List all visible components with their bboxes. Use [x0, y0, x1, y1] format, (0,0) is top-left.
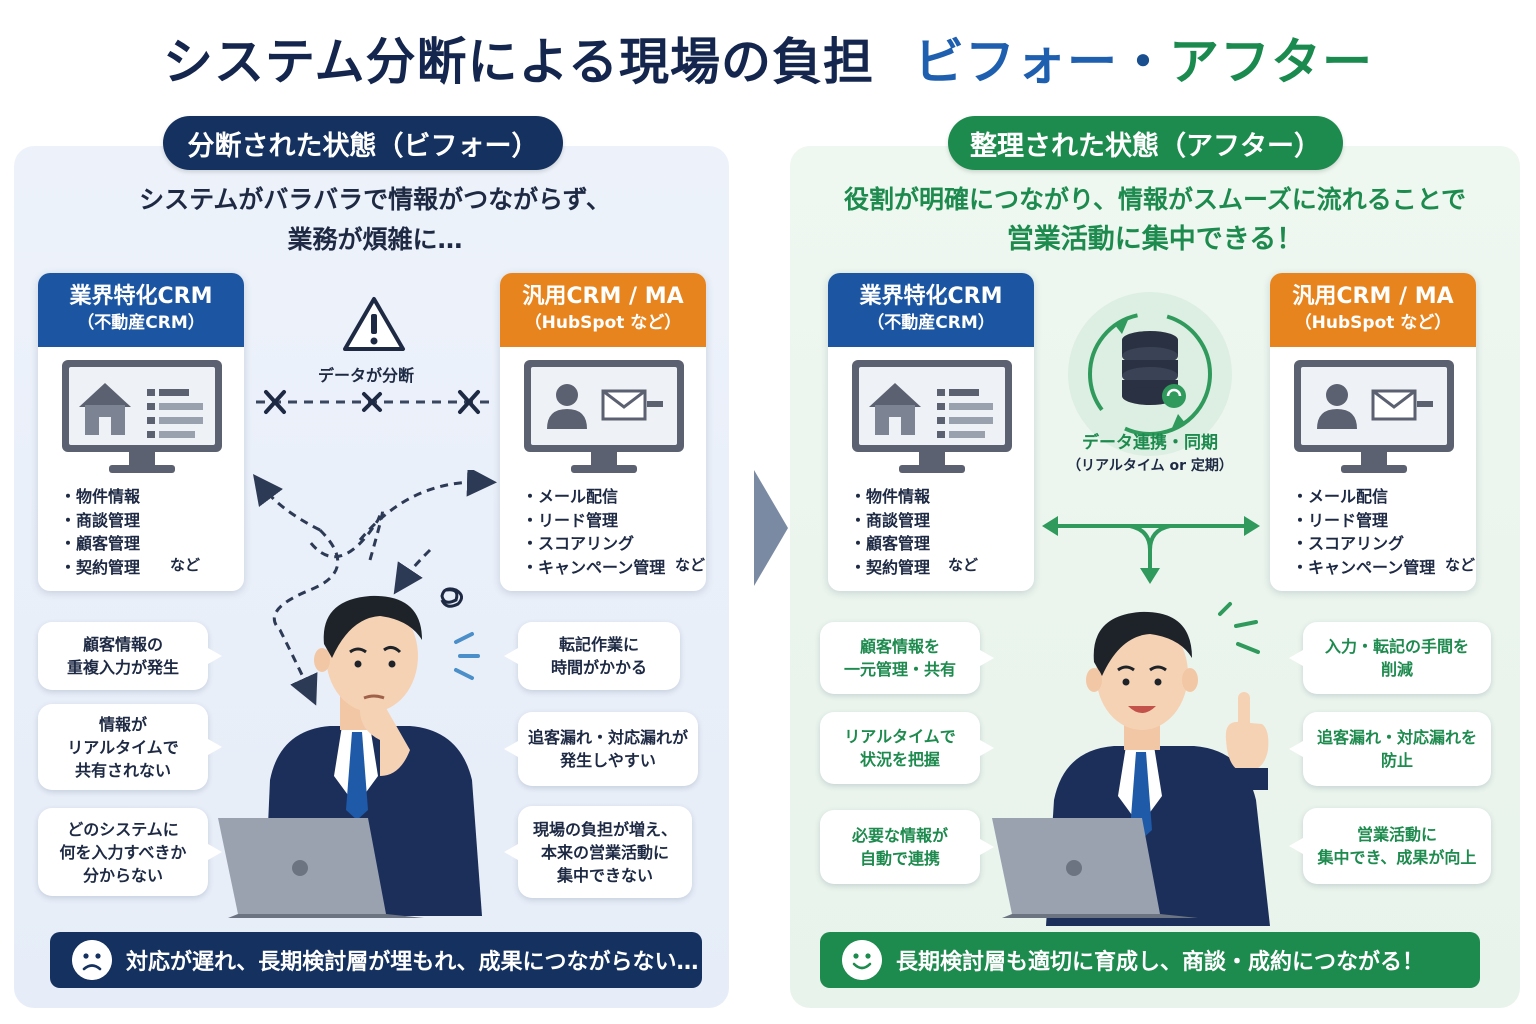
- page-title: システム分断による現場の負担ビフォー・アフター: [0, 22, 1536, 94]
- card-etc: など: [170, 556, 201, 574]
- bubble-text: どのシステムに 何を入力すべきか 分からない: [59, 819, 187, 885]
- list-item: メール配信: [522, 485, 665, 509]
- before-banner-text: 対応が遅れ、長期検討層が埋もれ、成果につながらない…: [126, 950, 699, 975]
- sync-label: データ連携・同期: [1082, 433, 1218, 453]
- after-banner: 長期検討層も適切に育成し、商談・成約につながる！: [820, 932, 1480, 988]
- after-bubble-reduce-work: 入力・転記の手間を 削減: [1289, 622, 1491, 694]
- after-bubble-realtime: リアルタイムで 状況を把握: [820, 712, 994, 784]
- card-etc: など: [675, 556, 706, 574]
- bubble-text: リアルタイムで 状況を把握: [844, 727, 956, 769]
- bubble-text: 現場の負担が増え、 本来の営業活動に 集中できない: [532, 819, 677, 885]
- card-items: メール配信 リード管理 スコアリング キャンペーン管理: [1292, 485, 1435, 579]
- list-item: メール配信: [1292, 485, 1435, 509]
- list-item: 物件情報: [850, 485, 930, 509]
- bubble-text: 営業活動に 集中でき、成果が向上: [1317, 825, 1477, 867]
- list-item: 契約管理: [60, 556, 140, 580]
- bubble-text: 顧客情報の 重複入力が発生: [66, 635, 179, 677]
- card-title: 汎用CRM / MA: [1292, 284, 1454, 309]
- card-header: 業界特化CRM （不動産CRM）: [828, 273, 1034, 347]
- card-header: 汎用CRM / MA （HubSpot など）: [1270, 273, 1476, 347]
- list-item: スコアリング: [522, 532, 665, 556]
- title-before-word: ビフォー: [914, 33, 1118, 91]
- bubble-text: 情報が リアルタイムで 共有されない: [67, 714, 179, 780]
- list-item: 契約管理: [850, 556, 930, 580]
- before-badge: 分断された状態（ビフォー）: [163, 116, 563, 170]
- card-subtitle: （HubSpot など）: [1294, 313, 1452, 333]
- title-main: システム分断による現場の負担: [163, 33, 874, 91]
- list-item: スコアリング: [1292, 532, 1435, 556]
- list-item: 商談管理: [60, 509, 140, 533]
- monitor-house-icon: [62, 360, 222, 473]
- after-lead: 役割が明確につながり、情報がスムーズに流れることで 営業活動に集中できる！: [805, 180, 1505, 260]
- after-lead-line1: 役割が明確につながり、情報がスムーズに流れることで: [843, 185, 1466, 214]
- before-bubble-missed-followup: 追客漏れ・対応漏れが 発生しやすい: [504, 712, 698, 786]
- card-title: 汎用CRM / MA: [522, 284, 684, 309]
- before-crm-card: 業界特化CRM （不動産CRM） 物件情報 商談管理 顧客管理 契約管理 など: [38, 273, 244, 591]
- monitor-user-mail-icon: [524, 360, 684, 473]
- card-items: 物件情報 商談管理 顧客管理 契約管理: [850, 485, 930, 579]
- before-lead-line2: 業務が煩雑に…: [287, 225, 463, 254]
- disconnect-label: データが分断: [318, 366, 415, 385]
- bubble-text: 顧客情報を 一元管理・共有: [843, 637, 956, 679]
- card-subtitle: （不動産CRM）: [77, 313, 205, 333]
- before-bubble-no-realtime: 情報が リアルタイムで 共有されない: [38, 704, 222, 790]
- database-sync-icon: [1068, 292, 1232, 456]
- card-title: 業界特化CRM: [859, 284, 1003, 309]
- list-item: リード管理: [1292, 509, 1435, 533]
- transition-arrow-icon: [754, 470, 788, 586]
- after-bubble-focus: 営業活動に 集中でき、成果が向上: [1289, 808, 1491, 884]
- list-item: 顧客管理: [850, 532, 930, 556]
- title-after-word: アフター: [1169, 33, 1373, 91]
- bubble-text: 追客漏れ・対応漏れを 防止: [1316, 728, 1477, 770]
- after-bubble-unified: 顧客情報を 一元管理・共有: [820, 622, 994, 694]
- after-banner-text: 長期検討層も適切に育成し、商談・成約につながる！: [896, 950, 1425, 975]
- card-title: 業界特化CRM: [69, 284, 213, 309]
- bubble-text: 必要な情報が 自動で連携: [851, 826, 948, 868]
- list-item: キャンペーン管理: [1292, 556, 1435, 580]
- sync-arrows-icon: [1042, 516, 1260, 584]
- after-ma-card: 汎用CRM / MA （HubSpot など） メール配信 リード管理 スコアリ…: [1270, 273, 1476, 591]
- sync-sublabel: （リアルタイム or 定期）: [1067, 458, 1233, 474]
- after-crm-card: 業界特化CRM （不動産CRM） 物件情報 商談管理 顧客管理 契約管理 など: [828, 273, 1034, 591]
- card-subtitle: （HubSpot など）: [524, 313, 682, 333]
- list-item: キャンペーン管理: [522, 556, 665, 580]
- smile-face-icon: [842, 940, 882, 980]
- broken-link-line: [256, 390, 492, 414]
- before-bubble-burden: 現場の負担が増え、 本来の営業活動に 集中できない: [504, 806, 692, 898]
- before-lead: システムがバラバラで情報がつながらず、 業務が煩雑に…: [60, 180, 690, 260]
- warning-icon: [343, 297, 405, 351]
- card-etc: など: [1445, 556, 1476, 574]
- sad-face-icon: [72, 940, 112, 980]
- before-ma-card: 汎用CRM / MA （HubSpot など） メール配信 リード管理 スコアリ…: [500, 273, 706, 591]
- card-header: 業界特化CRM （不動産CRM）: [38, 273, 244, 347]
- card-etc: など: [948, 556, 979, 574]
- before-bubble-transcription: 転記作業に 時間がかかる: [504, 622, 680, 690]
- card-items: 物件情報 商談管理 顧客管理 契約管理: [60, 485, 140, 579]
- after-badge: 整理された状態（アフター）: [948, 116, 1343, 170]
- card-header: 汎用CRM / MA （HubSpot など）: [500, 273, 706, 347]
- monitor-user-mail-icon: [1294, 360, 1454, 473]
- laptop-icon: [992, 818, 1198, 918]
- list-item: 商談管理: [850, 509, 930, 533]
- raised-finger-icon: [1218, 602, 1269, 790]
- list-item: リード管理: [522, 509, 665, 533]
- list-item: 物件情報: [60, 485, 140, 509]
- before-bubble-confusion: どのシステムに 何を入力すべきか 分からない: [38, 808, 222, 896]
- card-subtitle: （不動産CRM）: [867, 313, 995, 333]
- laptop-icon: [218, 818, 424, 918]
- card-items: メール配信 リード管理 スコアリング キャンペーン管理: [522, 485, 665, 579]
- bubble-text: 入力・転記の手間を 削減: [1324, 637, 1469, 679]
- after-lead-line2: 営業活動に集中できる！: [1006, 224, 1304, 255]
- before-bubble-duplicate-input: 顧客情報の 重複入力が発生: [38, 622, 222, 690]
- tangled-arrows-icon: [252, 470, 497, 706]
- after-bubble-auto-sync: 必要な情報が 自動で連携: [820, 810, 994, 884]
- before-lead-line1: システムがバラバラで情報がつながらず、: [139, 185, 611, 214]
- monitor-house-icon: [852, 360, 1012, 473]
- bubble-text: 追客漏れ・対応漏れが 発生しやすい: [527, 728, 688, 770]
- before-banner: 対応が遅れ、長期検討層が埋もれ、成果につながらない…: [50, 932, 702, 988]
- after-bubble-prevent-miss: 追客漏れ・対応漏れを 防止: [1289, 712, 1491, 786]
- title-separator: ・: [1118, 33, 1169, 91]
- list-item: 顧客管理: [60, 532, 140, 556]
- bubble-text: 転記作業に 時間がかかる: [550, 635, 647, 677]
